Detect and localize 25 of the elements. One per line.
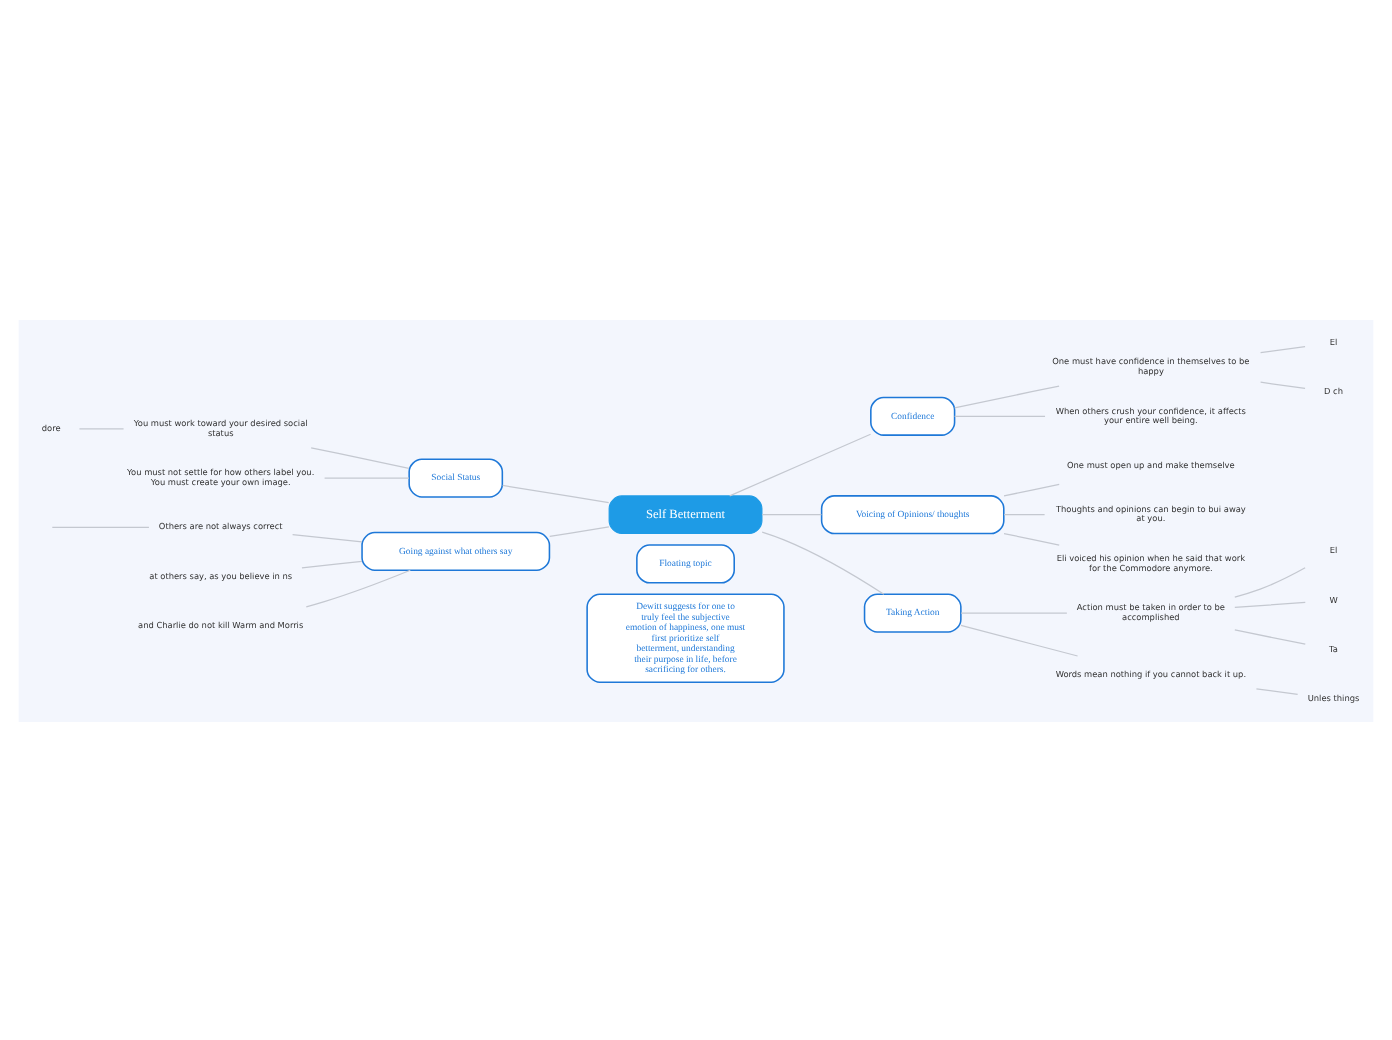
connector <box>960 611 1068 613</box>
connector <box>761 513 823 515</box>
connector <box>1234 600 1306 607</box>
connector <box>1234 566 1306 597</box>
connector <box>1259 380 1306 389</box>
connector <box>1234 628 1306 644</box>
connector <box>310 446 410 468</box>
connector <box>305 568 411 607</box>
connector <box>501 483 610 503</box>
connector <box>301 559 363 568</box>
connector <box>953 414 1046 416</box>
connector <box>549 525 610 537</box>
connector <box>1259 345 1306 353</box>
connector <box>51 525 150 527</box>
connector <box>1003 531 1060 545</box>
connector <box>953 384 1060 408</box>
connector <box>324 476 410 478</box>
connector <box>1003 482 1060 496</box>
connector <box>1255 687 1299 694</box>
connector <box>1003 513 1046 515</box>
connector <box>761 530 885 594</box>
connector <box>78 427 125 429</box>
connector <box>729 432 872 496</box>
connector <box>291 532 363 542</box>
connector <box>960 623 1079 656</box>
